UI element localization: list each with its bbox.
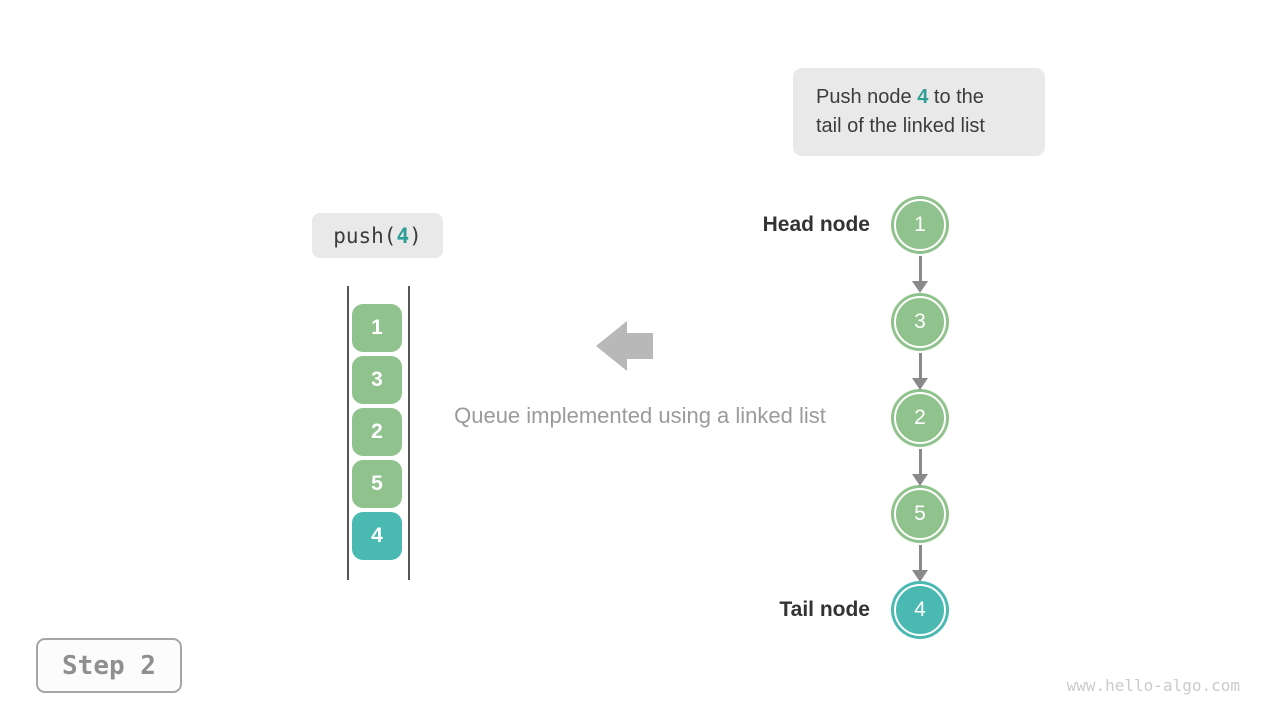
- callout-accent-value: 4: [917, 86, 929, 108]
- queue-cell: 3: [352, 356, 402, 404]
- callout-push-node: Push node 4 to the tail of the linked li…: [793, 68, 1045, 156]
- queue-cell: 4: [352, 512, 402, 560]
- list-node: 5: [891, 485, 949, 543]
- node-value: 1: [914, 213, 926, 236]
- list-node: 3: [891, 293, 949, 351]
- node-ring: [894, 488, 946, 540]
- callout-line2: tail of the linked list: [816, 115, 985, 137]
- node-ring: [894, 584, 946, 636]
- down-arrow-head-icon: [912, 378, 928, 390]
- head-node-label: Head node: [762, 213, 870, 236]
- callout-line1-post: to the: [928, 86, 984, 108]
- push-call-accent-value: 4: [396, 223, 410, 248]
- node-ring: [894, 296, 946, 348]
- down-arrow-line: [919, 449, 922, 474]
- queue-cell: 1: [352, 304, 402, 352]
- down-arrow-head-icon: [912, 281, 928, 293]
- queue-rail-right: [408, 286, 410, 580]
- node-value: 4: [914, 598, 926, 621]
- node-value: 2: [914, 406, 926, 429]
- down-arrow-line: [919, 545, 922, 570]
- down-arrow-line: [919, 256, 922, 281]
- callout-line1-pre: Push node: [816, 86, 918, 108]
- push-call-pre: push(: [333, 223, 397, 248]
- down-arrow-head-icon: [912, 474, 928, 486]
- node-value: 3: [914, 310, 926, 333]
- node-ring: [894, 199, 946, 251]
- down-arrow-head-icon: [912, 570, 928, 582]
- node-ring: [894, 392, 946, 444]
- queue-stack: 1 3 2 5 4: [352, 304, 402, 560]
- list-node: 4: [891, 581, 949, 639]
- node-value: 5: [914, 502, 926, 525]
- watermark: www.hello-algo.com: [1066, 676, 1240, 695]
- down-arrow-line: [919, 353, 922, 378]
- list-node: 2: [891, 389, 949, 447]
- step-badge: Step 2: [36, 638, 182, 693]
- queue-cell: 2: [352, 408, 402, 456]
- queue-rail-left: [347, 286, 349, 580]
- list-node: 1: [891, 196, 949, 254]
- queue-cell: 5: [352, 460, 402, 508]
- diagram-caption: Queue implemented using a linked list: [454, 403, 826, 428]
- push-call-post: ): [409, 223, 422, 248]
- push-call-box: push(4): [312, 213, 443, 258]
- tail-node-label: Tail node: [779, 598, 870, 621]
- left-block-arrow-icon: [596, 321, 653, 371]
